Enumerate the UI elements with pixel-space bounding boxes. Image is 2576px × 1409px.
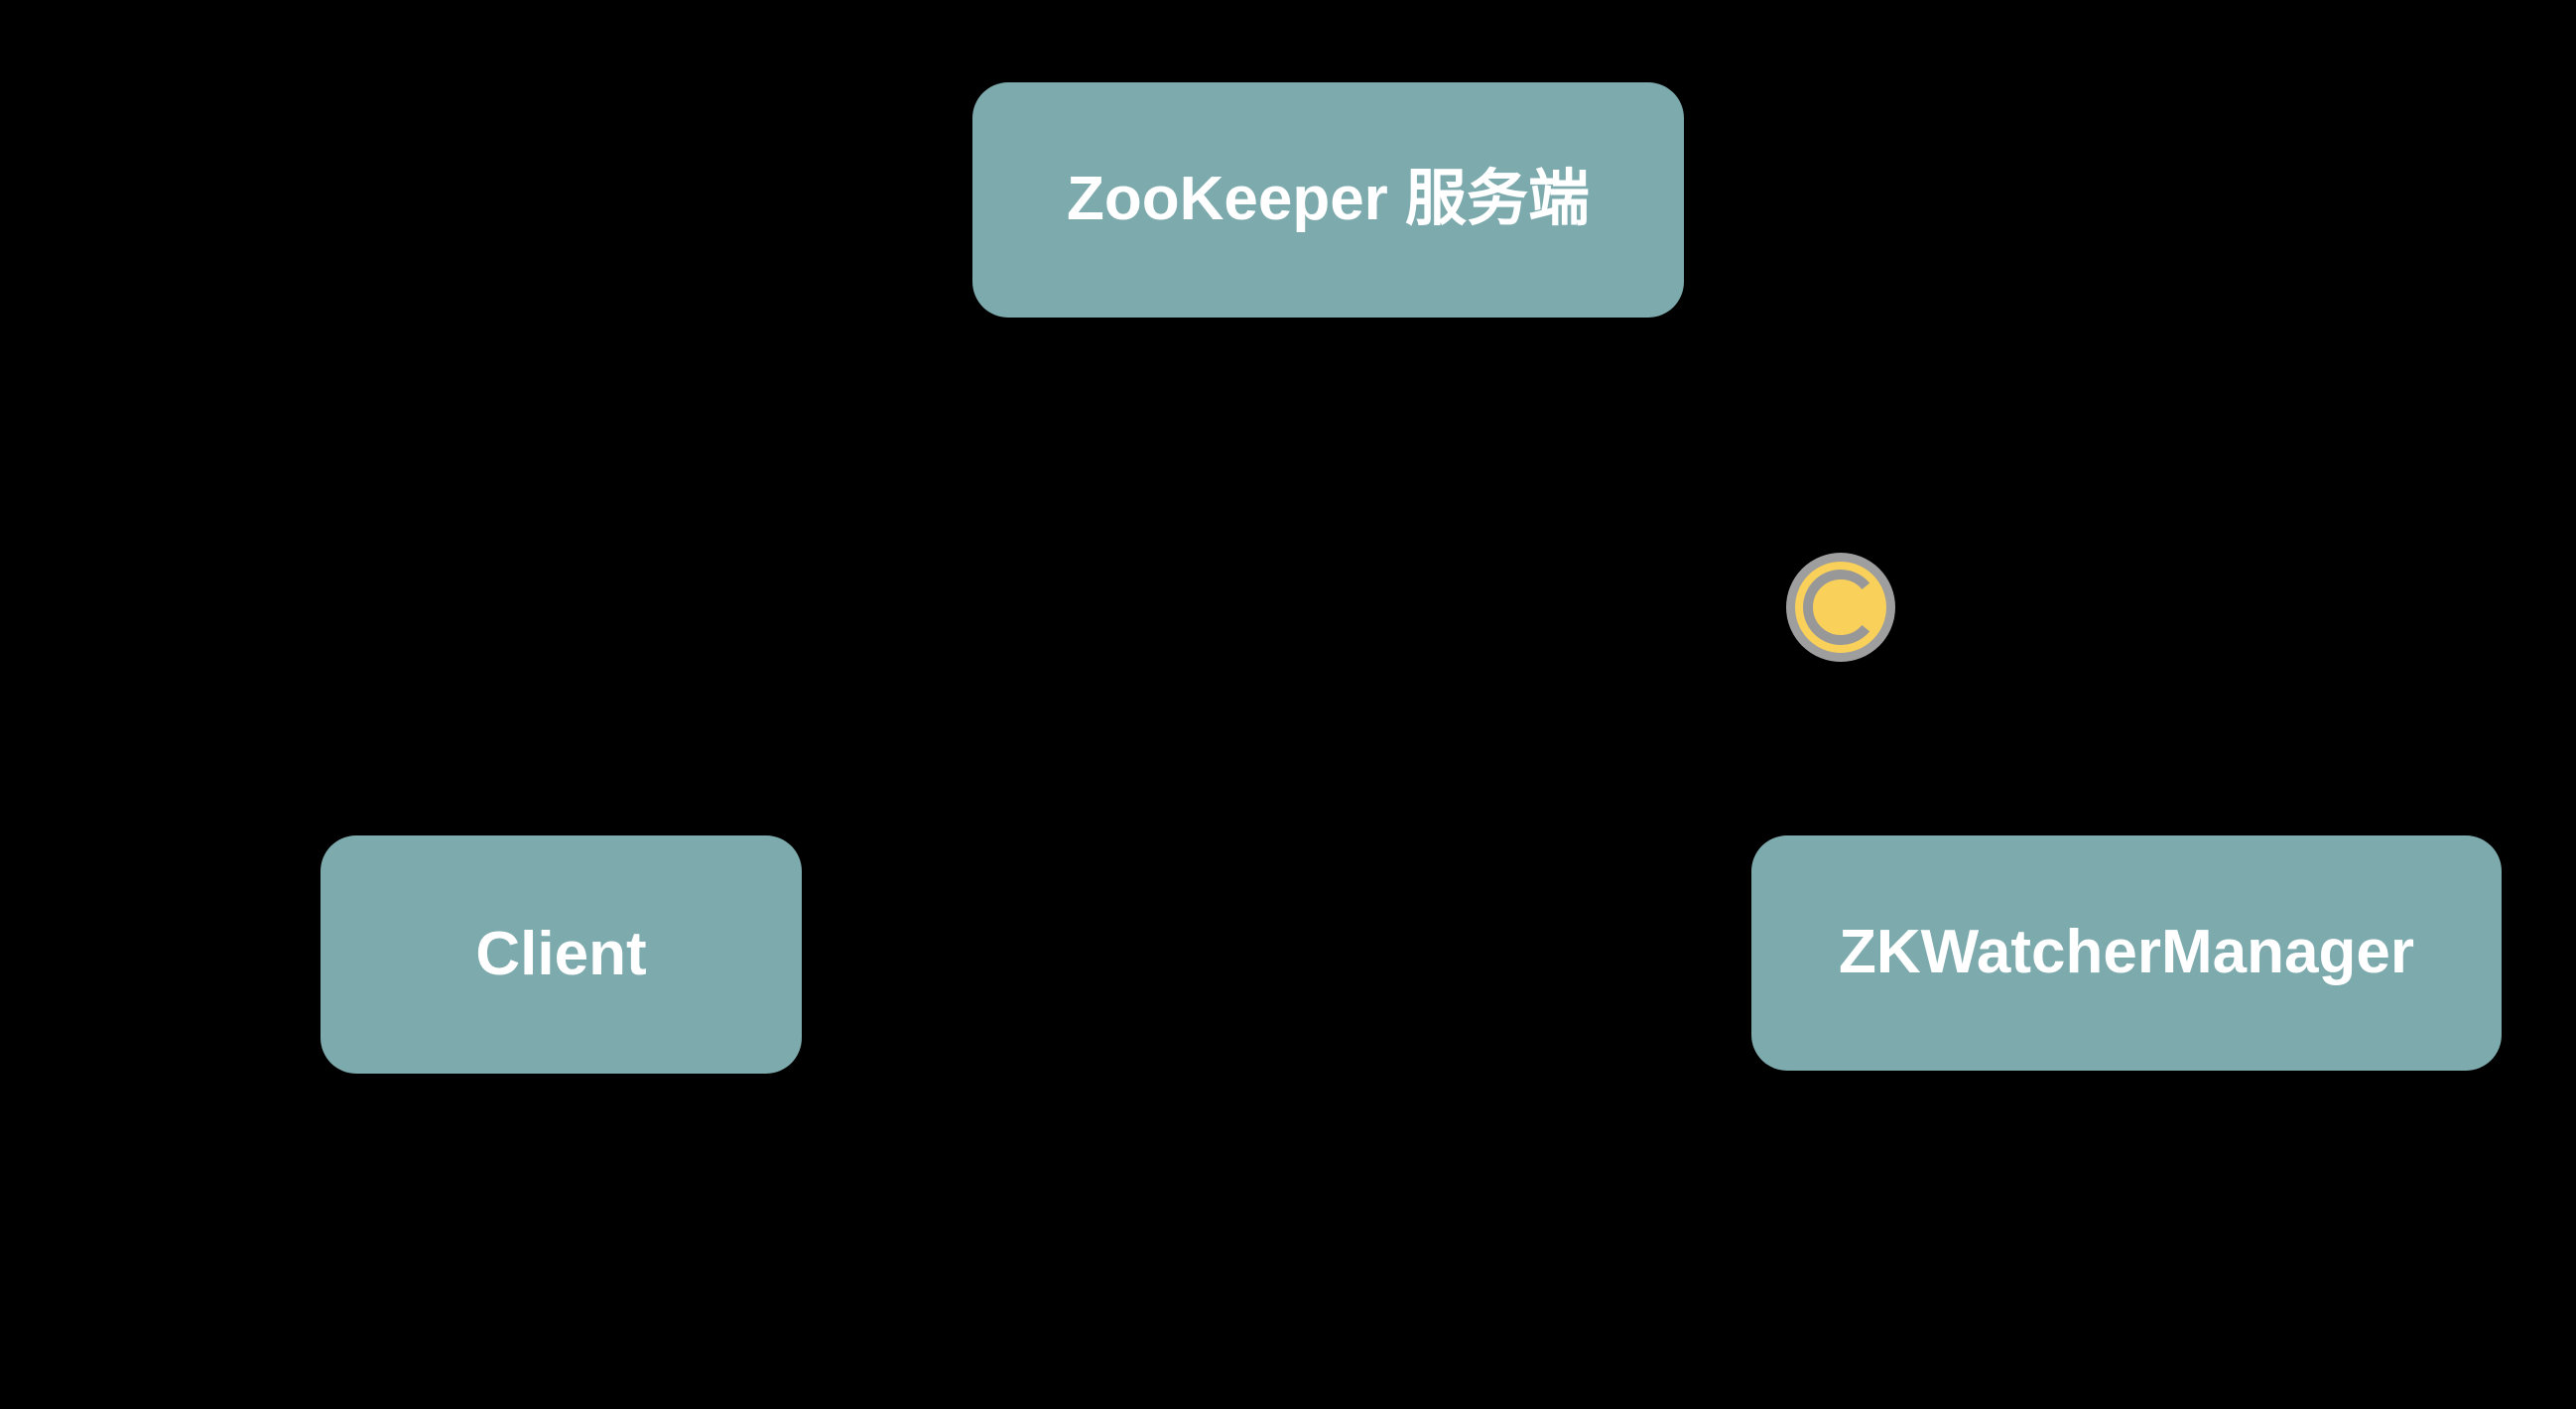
copyright-c-glyph	[1803, 570, 1870, 645]
node-zk-watcher-manager-label: ZKWatcherManager	[1839, 918, 2414, 987]
node-zk-watcher-manager: ZKWatcherManager	[1751, 835, 2502, 1071]
copyright-badge-ring	[1786, 553, 1895, 662]
node-zookeeper-server-label: ZooKeeper 服务端	[1066, 165, 1591, 234]
node-zookeeper-server: ZooKeeper 服务端	[972, 82, 1684, 318]
node-client-label: Client	[475, 919, 647, 988]
node-client: Client	[321, 835, 802, 1074]
copyright-badge-icon	[1786, 553, 1895, 662]
